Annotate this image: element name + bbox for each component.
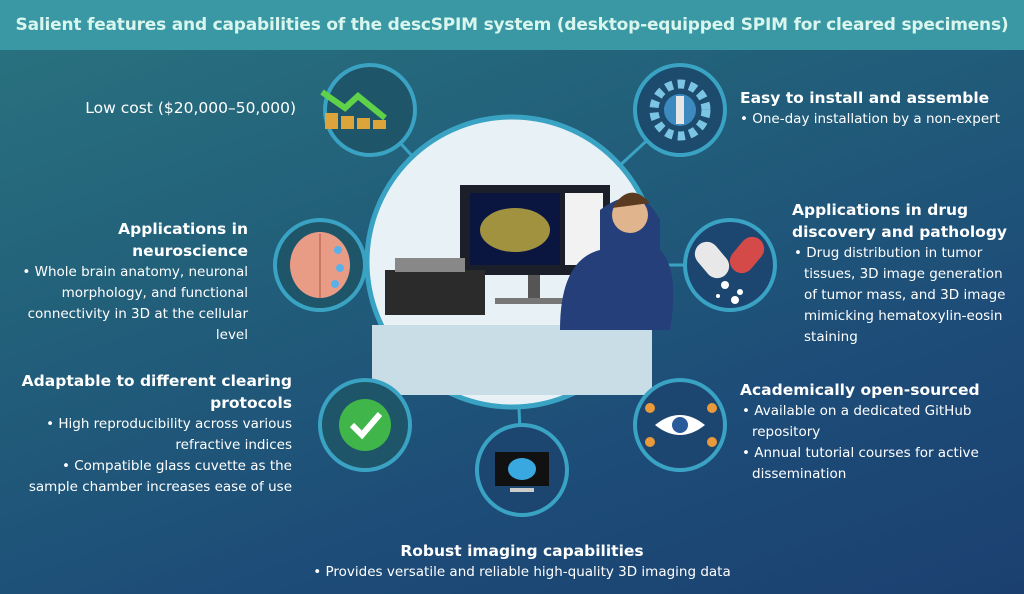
- feature-drug-discovery: Applications in drug discovery and patho…: [792, 199, 1018, 348]
- title-bar: Salient features and capabilities of the…: [0, 0, 1024, 50]
- feature-low-cost: Low cost ($20,000–50,000): [60, 97, 296, 119]
- feature-bullet: • High reproducibility across various re…: [46, 416, 292, 453]
- feature-install: Easy to install and assemble • One-day i…: [740, 87, 1020, 130]
- page-title: Salient features and capabilities of the…: [15, 15, 1009, 35]
- spim-device: [385, 270, 485, 315]
- feature-title: Easy to install and assemble: [740, 89, 990, 107]
- feature-bullet: • Available on a dedicated GitHub reposi…: [742, 403, 972, 440]
- feature-title: Adaptable to different clearing protocol…: [21, 372, 292, 412]
- feature-title: Robust imaging capabilities: [400, 542, 644, 560]
- feature-neuroscience: Applications in neuroscience • Whole bra…: [10, 218, 248, 346]
- feature-bullet: • Drug distribution in tumor tissues, 3D…: [794, 245, 1006, 345]
- feature-bullet: • Annual tutorial courses for active dis…: [742, 445, 979, 482]
- capsule-icon: [683, 218, 777, 312]
- feature-title: Applications in neuroscience: [118, 220, 248, 260]
- feature-bullet: • Provides versatile and reliable high-q…: [313, 564, 731, 580]
- feature-clearing: Adaptable to different clearing protocol…: [10, 370, 292, 498]
- feature-bullet: • One-day installation by a non-expert: [740, 111, 1001, 127]
- feature-open-source: Academically open-sourced • Available on…: [740, 379, 1010, 485]
- person: [560, 197, 674, 330]
- feature-bullet: • Compatible glass cuvette as the sample…: [28, 458, 292, 495]
- low-cost-icon: [323, 63, 417, 157]
- feature-title: Applications in drug discovery and patho…: [792, 201, 1008, 241]
- feature-bullet: • Whole brain anatomy, neuronal morpholo…: [22, 264, 248, 343]
- central-illustration: [364, 114, 674, 410]
- feature-title: Low cost ($20,000–50,000): [85, 99, 296, 117]
- feature-imaging: Robust imaging capabilities • Provides v…: [222, 540, 822, 583]
- feature-title: Academically open-sourced: [740, 381, 980, 399]
